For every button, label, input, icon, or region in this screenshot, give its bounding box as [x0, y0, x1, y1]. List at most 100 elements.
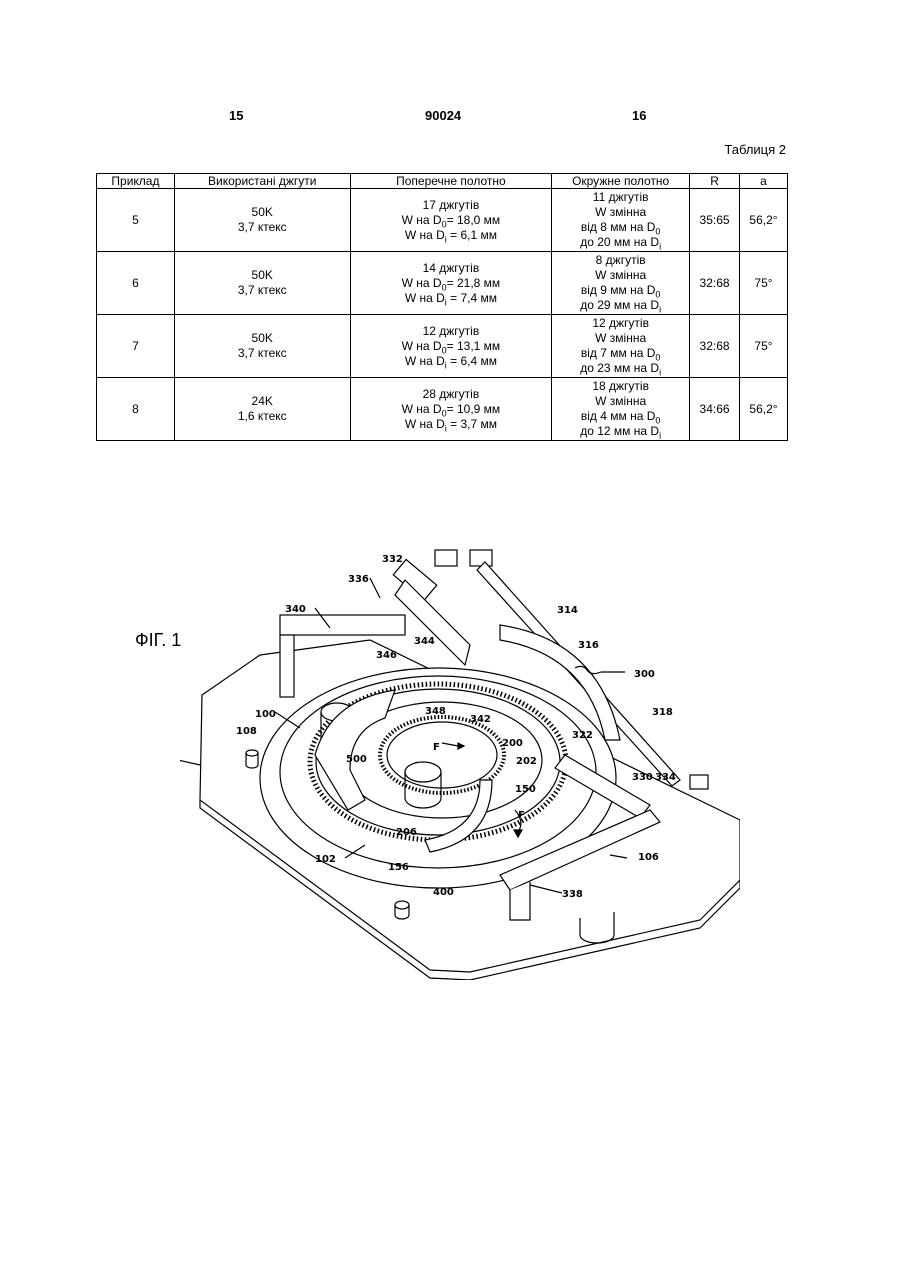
bridge-post-right — [470, 550, 492, 566]
transverse-w-do: W на D0= 13,1 мм — [353, 339, 550, 354]
cell-a: 75° — [740, 252, 788, 315]
post-334 — [690, 775, 708, 789]
page-number-right: 16 — [632, 108, 646, 123]
transverse-count: 12 джгутів — [353, 324, 550, 339]
circumferential-to: до 29 мм на Di — [554, 298, 687, 313]
header-a: a — [740, 174, 788, 189]
callout-336: 336 — [348, 574, 369, 585]
callout-342: 342 — [470, 714, 491, 725]
cell-transverse: 12 джгутів W на D0= 13,1 мм W на Di = 6,… — [350, 315, 552, 378]
table-row: 5 50K 3,7 ктекс 17 джгутів W на D0= 18,0… — [97, 189, 788, 252]
cell-circumferential: 18 джгутів W змінна від 4 мм на D0 до 12… — [552, 378, 690, 441]
transverse-w-do: W на D0= 18,0 мм — [353, 213, 550, 228]
callout-f-outer: F — [518, 810, 525, 821]
callout-108: 108 — [236, 726, 257, 737]
transverse-count: 28 джгутів — [353, 387, 550, 402]
cell-example: 6 — [97, 252, 175, 315]
callout-202: 202 — [516, 756, 537, 767]
transverse-w-di: W на Di = 7,4 мм — [353, 291, 550, 306]
callout-f-inner: F — [433, 742, 440, 753]
circumferential-from: від 7 мм на D0 — [554, 346, 687, 361]
cell-circumferential: 11 джгутів W змінна від 8 мм на D0 до 20… — [552, 189, 690, 252]
callout-330: 330 — [632, 772, 653, 783]
table-row: 7 50K 3,7 ктекс 12 джгутів W на D0= 13,1… — [97, 315, 788, 378]
transverse-w-di: W на Di = 6,4 мм — [353, 354, 550, 369]
circumferential-count: 18 джгутів — [554, 379, 687, 394]
examples-table: Приклад Використані джгути Поперечне пол… — [96, 173, 788, 441]
tow-linear-density: 3,7 ктекс — [177, 283, 348, 298]
callout-156: 156 — [388, 862, 409, 873]
callout-500: 500 — [346, 754, 367, 765]
cell-r: 32:68 — [690, 315, 740, 378]
tow-linear-density: 3,7 ктекс — [177, 346, 348, 361]
circumferential-count: 12 джгутів — [554, 316, 687, 331]
tow-linear-density: 3,7 ктекс — [177, 220, 348, 235]
callout-318: 318 — [652, 707, 673, 718]
circumferential-count: 8 джгутів — [554, 253, 687, 268]
document-number: 90024 — [425, 108, 461, 123]
table-caption: Таблиця 2 — [724, 142, 786, 157]
cell-tows: 24K 1,6 ктекс — [174, 378, 350, 441]
transverse-w-do: W на D0= 21,8 мм — [353, 276, 550, 291]
peg-bottom — [395, 901, 409, 909]
callout-332: 332 — [382, 554, 403, 565]
cell-transverse: 28 джгутів W на D0= 10,9 мм W на Di = 3,… — [350, 378, 552, 441]
page-number-left: 15 — [229, 108, 243, 123]
cell-example: 5 — [97, 189, 175, 252]
leader-110 — [180, 760, 200, 765]
tow-type: 50K — [177, 331, 348, 346]
callout-400: 400 — [433, 887, 454, 898]
cell-tows: 50K 3,7 ктекс — [174, 315, 350, 378]
tow-type: 50K — [177, 268, 348, 283]
cell-a: 56,2° — [740, 378, 788, 441]
cell-circumferential: 8 джгутів W змінна від 9 мм на D0 до 29 … — [552, 252, 690, 315]
hub-top — [405, 762, 441, 782]
circumferential-from: від 9 мм на D0 — [554, 283, 687, 298]
cell-transverse: 17 джгутів W на D0= 18,0 мм W на Di = 6,… — [350, 189, 552, 252]
bridge-post-top — [435, 550, 457, 566]
header-r: R — [690, 174, 740, 189]
tow-type: 24K — [177, 394, 348, 409]
circumferential-to: до 12 мм на Di — [554, 424, 687, 439]
rail-340 — [280, 615, 405, 635]
circumferential-count: 11 джгутів — [554, 190, 687, 205]
cell-tows: 50K 3,7 ктекс — [174, 189, 350, 252]
header-circumferential: Окружне полотно — [552, 174, 690, 189]
callout-314: 314 — [557, 605, 578, 616]
cell-r: 32:68 — [690, 252, 740, 315]
cell-r: 35:65 — [690, 189, 740, 252]
cell-example: 8 — [97, 378, 175, 441]
rail-340-post — [280, 635, 294, 697]
table-row: 6 50K 3,7 ктекс 14 джгутів W на D0= 21,8… — [97, 252, 788, 315]
circumferential-variable: W змінна — [554, 268, 687, 283]
peg-108 — [246, 750, 258, 756]
cell-transverse: 14 джгутів W на D0= 21,8 мм W на Di = 7,… — [350, 252, 552, 315]
transverse-w-di: W на Di = 3,7 мм — [353, 417, 550, 432]
leader-336 — [370, 578, 380, 598]
circumferential-variable: W змінна — [554, 205, 687, 220]
callout-150: 150 — [515, 784, 536, 795]
callout-102: 102 — [315, 854, 336, 865]
callout-344: 344 — [414, 636, 435, 647]
callout-322: 322 — [572, 730, 593, 741]
table-row: 8 24K 1,6 ктекс 28 джгутів W на D0= 10,9… — [97, 378, 788, 441]
cell-tows: 50K 3,7 ктекс — [174, 252, 350, 315]
callout-300: 300 — [634, 669, 655, 680]
circumferential-variable: W змінна — [554, 394, 687, 409]
apparatus-drawing: 332 336 340 344 346 314 316 300 318 100 … — [180, 540, 740, 980]
transverse-count: 17 джгутів — [353, 198, 550, 213]
callout-348: 348 — [425, 706, 446, 717]
callout-338: 338 — [562, 889, 583, 900]
transverse-w-di: W на Di = 6,1 мм — [353, 228, 550, 243]
figure-label: ФІГ. 1 — [135, 630, 181, 651]
cell-example: 7 — [97, 315, 175, 378]
tow-type: 50K — [177, 205, 348, 220]
callout-100: 100 — [255, 709, 276, 720]
callout-340: 340 — [285, 604, 306, 615]
cell-r: 34:66 — [690, 378, 740, 441]
circumferential-from: від 8 мм на D0 — [554, 220, 687, 235]
cell-circumferential: 12 джгутів W змінна від 7 мм на D0 до 23… — [552, 315, 690, 378]
transverse-w-do: W на D0= 10,9 мм — [353, 402, 550, 417]
bridge-arm-332 — [395, 580, 470, 665]
callout-334: 334 — [655, 772, 676, 783]
